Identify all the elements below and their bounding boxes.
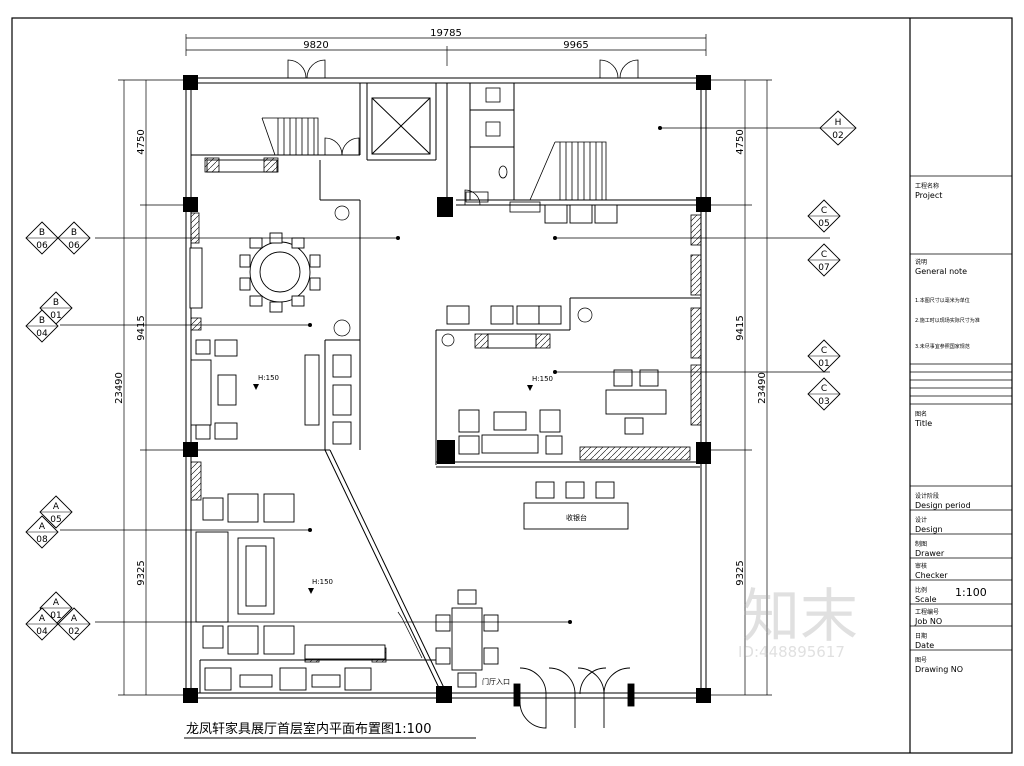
scale-label-cn: 比例 bbox=[915, 586, 927, 594]
marker-a3-num: 01 bbox=[50, 611, 61, 621]
watermark: 知末 ID:448895617 bbox=[738, 582, 858, 661]
marker-b2-letter: B bbox=[71, 228, 77, 238]
dim-top-right: 9965 bbox=[563, 40, 588, 51]
dim-left-total: 23490 bbox=[114, 372, 125, 404]
plant-icons bbox=[333, 205, 593, 347]
marker-a2-num: 08 bbox=[36, 535, 48, 545]
design-label-cn: 设计 bbox=[915, 516, 927, 524]
marker-c4-letter: C bbox=[821, 384, 827, 394]
drawing-no-label: Drawing NO bbox=[915, 665, 963, 674]
marker-b1-letter: B bbox=[39, 228, 45, 238]
marker-c3-num: 01 bbox=[818, 359, 829, 369]
marker-c1-letter: C bbox=[821, 206, 827, 216]
note-label-cn: 说明 bbox=[915, 258, 927, 266]
marker-a1-num: 05 bbox=[50, 515, 61, 525]
elevation-leader-lines bbox=[60, 127, 830, 623]
dim-right-top: 4750 bbox=[735, 129, 746, 154]
elevation-marker-dividers bbox=[26, 127, 856, 625]
dim-right-bottom: 9325 bbox=[735, 560, 746, 585]
furniture bbox=[189, 159, 667, 691]
project-label-cn: 工程名称 bbox=[915, 182, 939, 190]
drawer-label: Drawer bbox=[915, 549, 945, 558]
entrance-doors bbox=[513, 667, 635, 729]
marker-b4-num: 04 bbox=[36, 329, 48, 339]
elevation-markers bbox=[25, 110, 857, 641]
dim-left-mid: 9415 bbox=[136, 315, 147, 340]
structural-columns bbox=[183, 75, 711, 703]
dimension-lines bbox=[118, 34, 772, 696]
marker-h-num: 02 bbox=[832, 131, 843, 141]
title-label-cn: 图名 bbox=[915, 410, 927, 418]
marker-b3-num: 01 bbox=[50, 311, 61, 321]
project-label: Project bbox=[915, 191, 942, 200]
dim-left-bottom: 9325 bbox=[136, 560, 147, 585]
date-label: Date bbox=[915, 641, 934, 650]
drawing-no-label-cn: 图号 bbox=[915, 657, 927, 664]
note-line-3: 3.未尽事宜参照国家规范 bbox=[915, 343, 970, 350]
marker-a5-letter: A bbox=[71, 614, 78, 624]
marker-b1-num: 06 bbox=[36, 241, 48, 251]
marker-b4-letter: B bbox=[39, 316, 45, 326]
design-period-label: Design period bbox=[915, 501, 971, 510]
marker-c2-num: 07 bbox=[818, 263, 829, 273]
date-label-cn: 日期 bbox=[915, 632, 927, 640]
marker-a3-letter: A bbox=[53, 598, 60, 608]
marker-c1-num: 05 bbox=[818, 219, 829, 229]
checker-label-cn: 审核 bbox=[915, 562, 927, 570]
marker-a4-letter: A bbox=[39, 614, 46, 624]
design-label: Design bbox=[915, 525, 943, 534]
scale-value: 1:100 bbox=[955, 586, 987, 599]
checker-label: Checker bbox=[915, 571, 948, 580]
restroom-fixtures bbox=[465, 87, 541, 213]
title-label: Title bbox=[914, 419, 932, 428]
marker-a4-num: 04 bbox=[36, 627, 48, 637]
marker-c2-letter: C bbox=[821, 250, 827, 260]
job-no-label: Job NO bbox=[914, 617, 942, 626]
staircase-left bbox=[261, 117, 319, 156]
marker-c3-letter: C bbox=[821, 346, 827, 356]
elevation-leader-dots bbox=[308, 126, 662, 624]
drawing-title: 龙凤轩家具展厅首层室内平面布置图1:100 bbox=[186, 721, 431, 737]
marker-a1-letter: A bbox=[53, 502, 60, 512]
scale-label: Scale bbox=[915, 595, 937, 604]
dim-left-top: 4750 bbox=[136, 129, 147, 154]
drawer-label-cn: 制图 bbox=[915, 540, 927, 548]
title-block-lines bbox=[910, 175, 1012, 651]
sheet-frame bbox=[11, 17, 1013, 754]
diagonal-rail bbox=[397, 611, 423, 659]
height-label-left-bottom: H:150 bbox=[312, 578, 333, 586]
dim-right-total: 23490 bbox=[757, 372, 768, 404]
dim-top-left: 9820 bbox=[303, 40, 328, 51]
height-label-right-mid: H:150 bbox=[532, 375, 553, 383]
watermark-logo: 知末 bbox=[742, 582, 858, 650]
marker-h-letter: H bbox=[835, 118, 842, 128]
level-triangles bbox=[253, 384, 533, 594]
entrance-label: 门厅入口 bbox=[482, 677, 510, 686]
staircase-right bbox=[529, 141, 607, 201]
marker-a5-num: 02 bbox=[68, 627, 79, 637]
watermark-id: ID:448895617 bbox=[738, 643, 845, 661]
note-line-1: 1.本图尺寸以毫米为单位 bbox=[915, 297, 970, 304]
top-doors bbox=[287, 59, 639, 206]
marker-b3-letter: B bbox=[53, 298, 59, 308]
design-period-label-cn: 设计阶段 bbox=[915, 492, 939, 500]
marker-a2-letter: A bbox=[39, 522, 46, 532]
dim-right-mid: 9415 bbox=[735, 315, 746, 340]
counter-label: 收银台 bbox=[566, 513, 587, 522]
note-label: General note bbox=[915, 267, 967, 276]
dim-top-total: 19785 bbox=[430, 28, 462, 39]
note-line-2: 2.施工时以现场实际尺寸为准 bbox=[915, 317, 980, 324]
height-label-left-mid: H:150 bbox=[258, 374, 279, 382]
marker-c4-num: 03 bbox=[818, 397, 829, 407]
job-no-label-cn: 工程编号 bbox=[915, 608, 939, 616]
marker-b2-num: 06 bbox=[68, 241, 80, 251]
